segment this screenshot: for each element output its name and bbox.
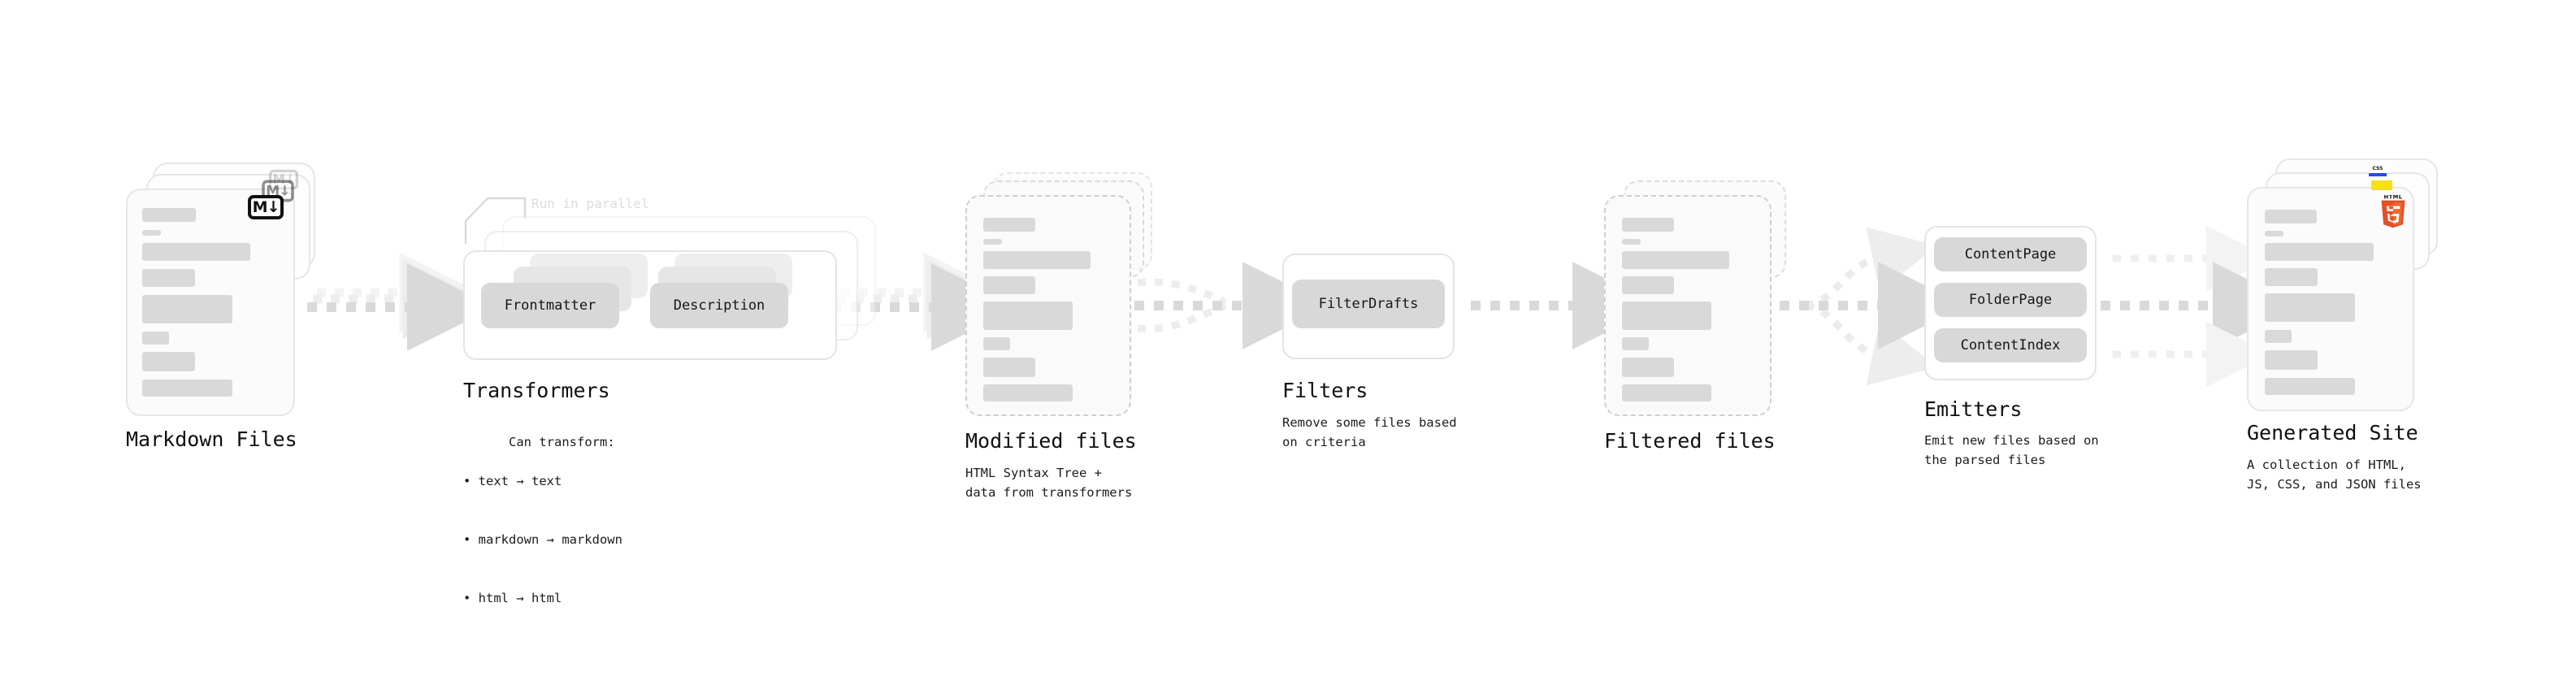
- emitters-title: Emitters: [1924, 397, 2023, 421]
- modified-files-description: HTML Syntax Tree + data from transformer…: [965, 466, 1133, 501]
- transformers-bullet-0: • text → text: [463, 474, 562, 489]
- markdown-badge: M↓: [248, 195, 284, 219]
- transformers-bullet-1: • markdown → markdown: [463, 532, 622, 548]
- arrow-filtered-to-emitters: [1780, 227, 1966, 386]
- filterdrafts-chip[interactable]: FilterDrafts: [1292, 280, 1445, 328]
- js-badge: [2371, 180, 2392, 190]
- arrow-markdown-to-transformers: [307, 252, 495, 351]
- modified-file-sheet-1: [965, 195, 1131, 416]
- contentpage-chip[interactable]: ContentPage: [1934, 237, 2087, 271]
- transformers-title: Transformers: [463, 379, 610, 402]
- site-file-sheet-1: [2247, 187, 2414, 411]
- css-badge: CSS: [2369, 164, 2387, 176]
- arrow-modified-to-filters: [1134, 262, 1330, 349]
- description-chip[interactable]: Description: [650, 283, 788, 328]
- transformers-description: Can transform: • text → text • markdown …: [463, 413, 622, 647]
- run-in-parallel-label: Run in parallel: [531, 196, 649, 211]
- contentindex-chip[interactable]: ContentIndex: [1934, 328, 2087, 362]
- frontmatter-chip[interactable]: Frontmatter: [481, 283, 619, 328]
- generated-site-title: Generated Site: [2247, 421, 2418, 445]
- markdown-file-sheet-1: [126, 189, 295, 416]
- arrow-emitters-to-site: [2101, 225, 2301, 388]
- filters-title: Filters: [1282, 379, 1368, 402]
- generated-site-description: A collection of HTML, JS, CSS, and JSON …: [2247, 458, 2422, 492]
- transformers-desc-line: Can transform:: [509, 435, 615, 450]
- modified-files-title: Modified files: [965, 429, 1137, 453]
- transformers-bullet-2: • html → html: [463, 591, 562, 606]
- markdown-files-title: Markdown Files: [126, 427, 297, 451]
- filtered-files-title: Filtered files: [1604, 429, 1776, 453]
- emitters-description: Emit new files based on the parsed files: [1924, 433, 2099, 468]
- filters-description: Remove some files based on criteria: [1282, 415, 1457, 450]
- html5-badge: HTML: [2377, 194, 2409, 232]
- folderpage-chip[interactable]: FolderPage: [1934, 283, 2087, 317]
- svg-text:HTML: HTML: [2384, 195, 2403, 201]
- filtered-file-sheet-1: [1604, 195, 1772, 416]
